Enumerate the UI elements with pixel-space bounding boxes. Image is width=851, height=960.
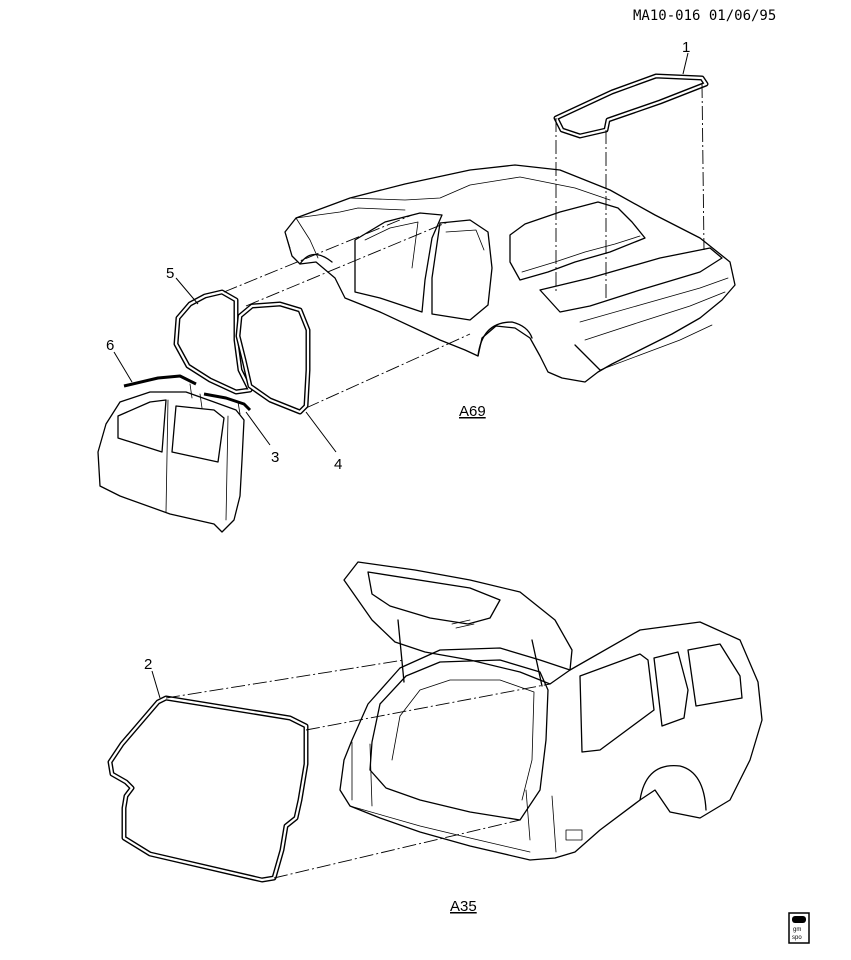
callout-4: 4 (334, 456, 342, 473)
callout-1: 1 (682, 39, 690, 56)
part-4-rear-door-weatherstrip (235, 301, 311, 415)
part-6-roof-rail-strip (123, 374, 197, 388)
sedan-body-illustration (284, 164, 736, 383)
wagon-body-illustration (339, 561, 763, 861)
wagon-side-doors-illustration (97, 391, 245, 533)
part-3-door-frame-strip (203, 392, 252, 412)
badge-line-1: gm (793, 927, 801, 933)
callout-6: 6 (106, 337, 114, 354)
callout-3: 3 (271, 449, 279, 466)
gm-spo-badge: gm spo (788, 912, 810, 944)
callout-2: 2 (144, 656, 152, 673)
drawing-reference: MA10-016 01/06/95 (633, 8, 776, 24)
view-label-a35: A35 (450, 898, 477, 915)
view-label-a69: A69 (459, 403, 486, 420)
callout-5: 5 (166, 265, 174, 282)
badge-line-2: spo (792, 935, 802, 941)
